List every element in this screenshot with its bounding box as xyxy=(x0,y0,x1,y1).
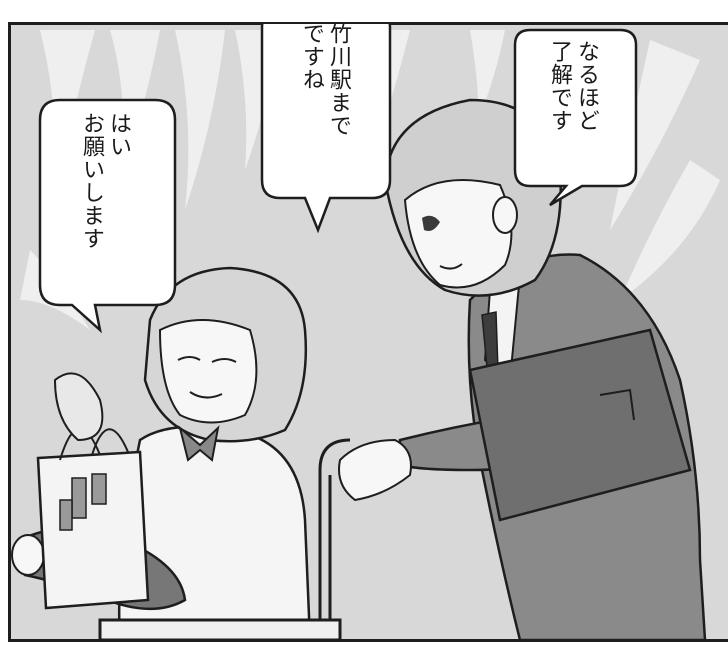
young-man-figure xyxy=(338,98,707,640)
wheelchair xyxy=(98,438,351,640)
speech-line: はい xyxy=(106,112,131,158)
speech-bubble-shapes xyxy=(38,24,638,334)
speech-bubble-naruhodo: なるほど 了解です xyxy=(546,40,600,180)
speech-line: お願いします xyxy=(79,112,104,250)
speech-bubble-takegawa-station: 竹川駅まで ですね xyxy=(298,22,352,192)
speech-line: 竹川駅まで xyxy=(326,22,351,137)
speech-line: ですね xyxy=(299,22,324,91)
speech-line: 了解です xyxy=(547,40,572,132)
shopping-bag xyxy=(36,372,150,610)
speech-bubble-hai-onegaishimasu: はい お願いします xyxy=(78,112,132,297)
speech-line: なるほど xyxy=(574,40,599,132)
